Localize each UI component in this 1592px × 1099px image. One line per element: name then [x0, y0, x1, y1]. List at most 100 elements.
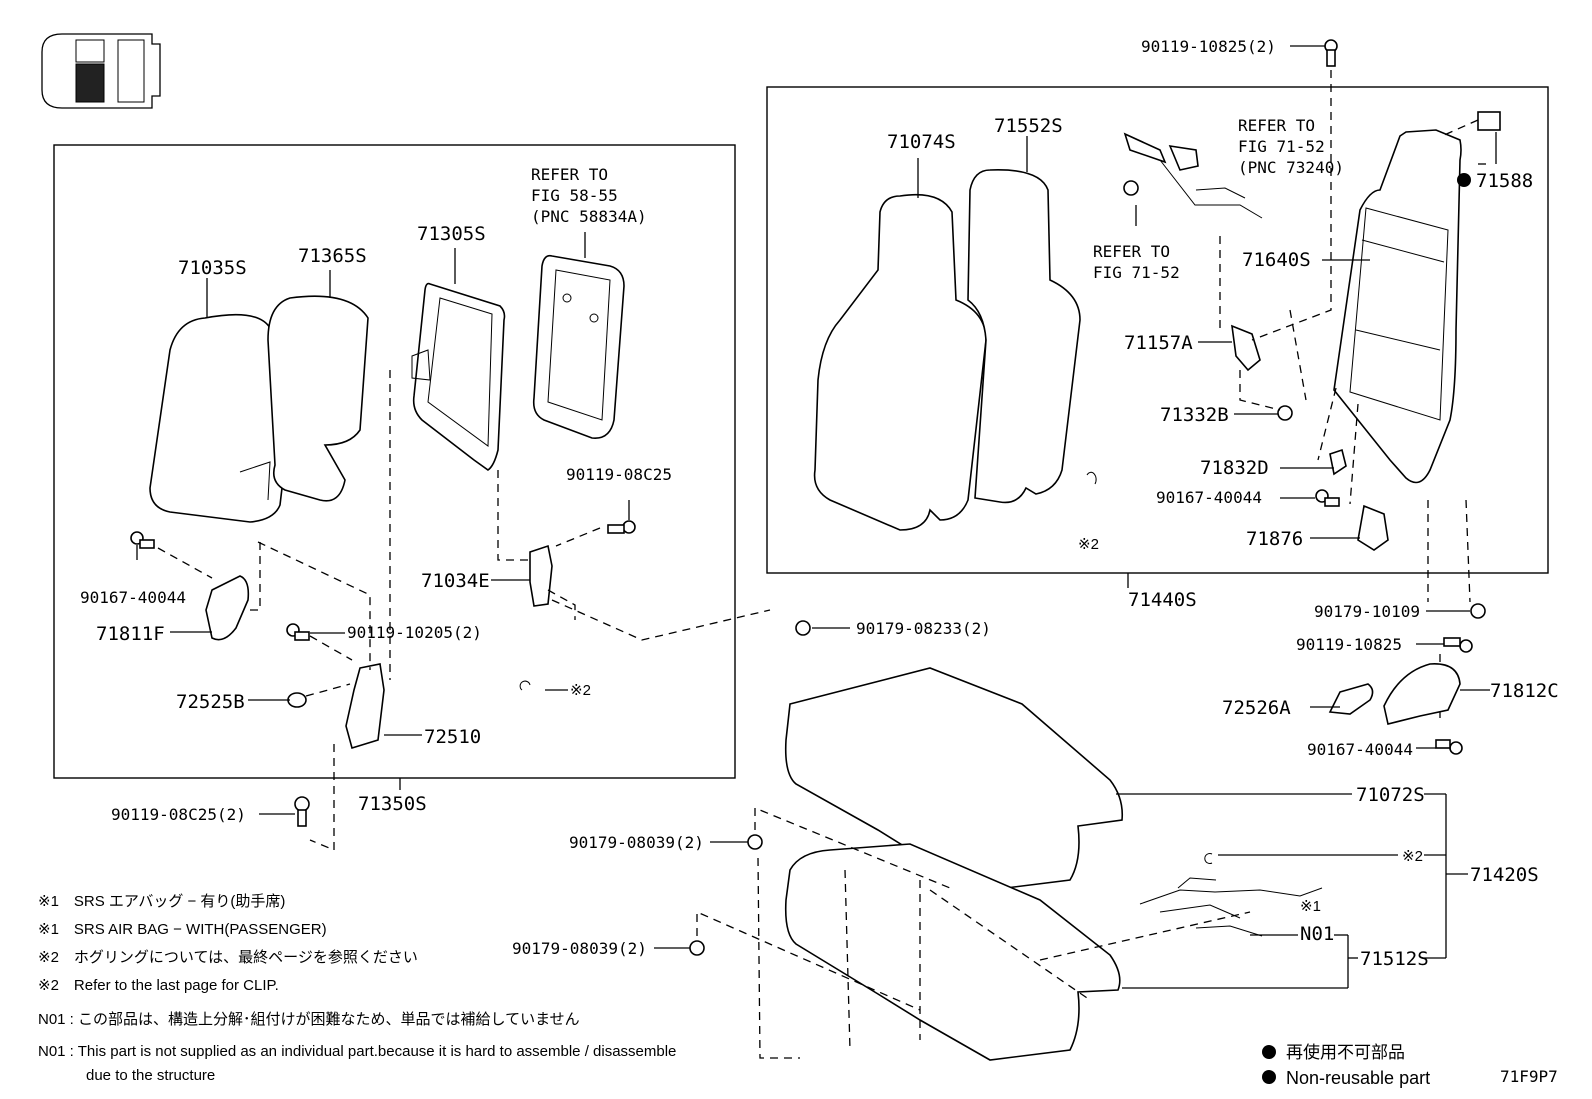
note-N01-en-cont: due to the structure: [86, 1067, 215, 1084]
part-58834A-shape: [532, 254, 625, 439]
label-71552S: 71552S: [994, 115, 1063, 137]
label-71420S: 71420S: [1470, 864, 1539, 886]
ref-58-55-line3: (PNC 58834A): [531, 207, 647, 226]
lower-leaders: [654, 689, 1490, 1059]
part-73240-shape: [1123, 132, 1263, 219]
label-N01: N01: [1300, 923, 1334, 945]
part-71034E-shape: [529, 544, 553, 607]
label-72510: 72510: [424, 726, 481, 748]
label-71157A: 71157A: [1124, 332, 1193, 354]
label-90119-10825-top: 90119-10825(2): [1141, 37, 1276, 56]
label-90167-40044-right: 90167-40044: [1156, 488, 1262, 507]
part-71305S-shape: [411, 282, 506, 471]
part-72510-shape: [345, 663, 385, 750]
label-90179-08233: 90179-08233(2): [856, 619, 991, 638]
bolt-90119-08C25-upper-icon: [607, 520, 636, 534]
label-71034E: 71034E: [421, 570, 490, 592]
legend-bullet-jp-icon: [1262, 1045, 1276, 1059]
clip-icon-right: [1086, 471, 1097, 485]
clip-mark-lower: ※2: [1402, 848, 1423, 865]
part-71640S-shape: [1333, 129, 1462, 484]
nut-90179-10109-icon: [1470, 603, 1486, 619]
label-71350S: 71350S: [358, 793, 427, 815]
seat-position-icon: [41, 33, 161, 109]
label-90167-40044-bottom: 90167-40044: [1307, 740, 1413, 759]
label-71640S: 71640S: [1242, 249, 1311, 271]
note-N01-en: N01 : This part is not supplied as an in…: [38, 1043, 676, 1060]
label-72525B: 72525B: [176, 691, 245, 713]
label-72526A: 72526A: [1222, 697, 1291, 719]
bolt-90119-10825-mid-icon: [1443, 637, 1473, 653]
label-71812C: 71812C: [1490, 680, 1559, 702]
part-71074S-shape: [813, 193, 987, 531]
right-group-box: [766, 86, 1549, 574]
nut-90179-08233-icon: [795, 620, 811, 636]
label-90179-08039-a: 90179-08039(2): [569, 833, 704, 852]
note-N01-jp: N01 : この部品は、構造上分解･組付けが困難なため、単品では補給していません: [38, 1011, 580, 1028]
label-71811F: 71811F: [96, 623, 165, 645]
note-clip-jp: ※2 ホグリングについては、最終ページを参照ください: [38, 949, 418, 966]
bolt-90119-10205-icon: [286, 623, 310, 641]
right-leaders: [917, 45, 1497, 720]
nut-90179-08039-a-icon: [747, 834, 763, 850]
airbag-mark: ※1: [1300, 898, 1321, 915]
non-reusable-71588-icon: [1457, 173, 1471, 187]
part-71588-label-shape: [1477, 111, 1501, 131]
label-71332B: 71332B: [1160, 404, 1229, 426]
figure-id: 71F9P7: [1500, 1067, 1558, 1086]
bolt-90167-40044-left-icon: [130, 531, 155, 549]
part-71512S-shape: [784, 843, 1121, 1061]
label-71305S: 71305S: [417, 223, 486, 245]
ref-71-52-mid-line1: REFER TO: [1093, 242, 1170, 261]
label-90179-08039-b: 90179-08039(2): [512, 939, 647, 958]
part-71035S-shape: [149, 313, 292, 523]
ref-71-52-top-line1: REFER TO: [1238, 116, 1315, 135]
label-90179-10109: 90179-10109: [1314, 602, 1420, 621]
label-90119-10825-mid: 90119-10825: [1296, 635, 1402, 654]
label-71035S: 71035S: [178, 257, 247, 279]
label-90119-10205: 90119-10205(2): [347, 623, 482, 642]
ref-58-55-line1: REFER TO: [531, 165, 608, 184]
clip-mark-right: ※2: [1078, 536, 1099, 553]
note-airbag-jp: ※1 SRS エアバッグ − 有り(助手席): [38, 893, 285, 910]
label-71832D: 71832D: [1200, 457, 1269, 479]
ref-71-52-top-line3: (PNC 73240): [1238, 158, 1344, 177]
label-71588: 71588: [1476, 170, 1533, 192]
part-71157A-shape: [1231, 324, 1261, 372]
clip-icon-left: [519, 680, 531, 691]
nut-90179-08039-b-icon: [689, 940, 705, 956]
bolt-90119-08C25-lower-icon: [294, 796, 310, 827]
part-71876-shape: [1357, 504, 1389, 551]
legend-bullet-en-icon: [1262, 1070, 1276, 1084]
note-airbag-en: ※1 SRS AIR BAG − WITH(PASSENGER): [38, 921, 327, 938]
bolt-90119-10825-top-icon: [1324, 39, 1338, 67]
left-leaders: [136, 232, 850, 851]
label-90167-40044-left: 90167-40044: [80, 588, 186, 607]
label-71074S: 71074S: [887, 131, 956, 153]
bolt-90167-40044-right-icon: [1315, 489, 1340, 507]
label-71512S: 71512S: [1360, 948, 1429, 970]
part-71812C-shape: [1383, 663, 1461, 725]
label-71365S: 71365S: [298, 245, 367, 267]
label-90119-08C25-upper: 90119-08C25: [566, 465, 672, 484]
part-71365S-shape: [267, 295, 369, 502]
part-71811F-shape: [205, 575, 250, 641]
label-71072S: 71072S: [1356, 784, 1425, 806]
bolt-90167-40044-bottom-icon: [1435, 739, 1463, 755]
note-clip-en: ※2 Refer to the last page for CLIP.: [38, 977, 279, 994]
part-72525B-shape: [287, 692, 307, 708]
clip-icon-lower: [1204, 853, 1213, 864]
ref-58-55-line2: FIG 58-55: [531, 186, 618, 205]
part-N01-harness-shape: [1139, 877, 1323, 937]
nut-71332B-icon: [1277, 405, 1293, 421]
part-71552S-shape: [967, 169, 1081, 504]
part-72526A-shape: [1328, 683, 1374, 715]
label-90119-08C25-lower: 90119-08C25(2): [111, 805, 246, 824]
legend-jp: 再使用不可部品: [1286, 1042, 1405, 1062]
legend-en: Non-reusable part: [1286, 1068, 1430, 1088]
part-71832D-shape: [1329, 448, 1347, 476]
ref-71-52-mid-line2: FIG 71-52: [1093, 263, 1180, 282]
part-71072S-shape: [784, 667, 1124, 891]
label-71876: 71876: [1246, 528, 1303, 550]
